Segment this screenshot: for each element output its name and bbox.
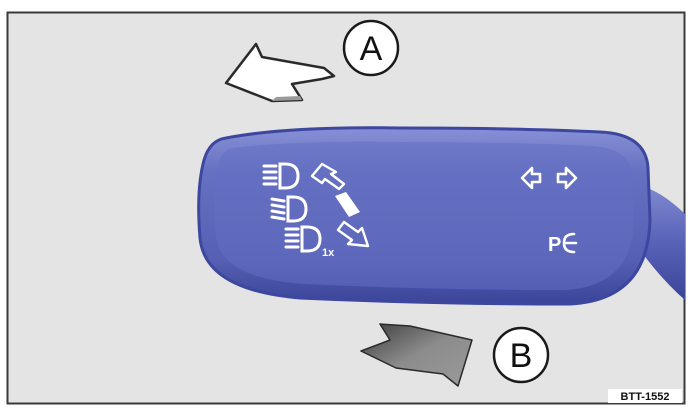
headlight-flasher-icon [284,225,322,253]
reference-code-box [608,389,682,403]
low-beam-icon [270,195,308,223]
callout-a-label: A [360,30,383,68]
detent-bar [335,192,360,217]
flash-down-arrow-icon [336,220,370,248]
flash-up-arrow-icon [310,162,346,191]
diagram-frame [6,11,686,405]
callout-a: A [342,19,400,77]
parking-light-icon [562,232,578,254]
parking-light-label: P [548,234,561,256]
flasher-subscript: 1x [322,247,335,259]
callout-b-label: B [510,337,533,375]
high-beam-icon [262,162,300,190]
reference-code: BTT-1552 [621,391,670,403]
arrow-b [360,323,473,387]
lever-face [214,141,634,290]
arrow-a-shadow [272,96,302,101]
callout-b: B [492,326,550,384]
turn-signal-arrows-icon [520,166,578,190]
